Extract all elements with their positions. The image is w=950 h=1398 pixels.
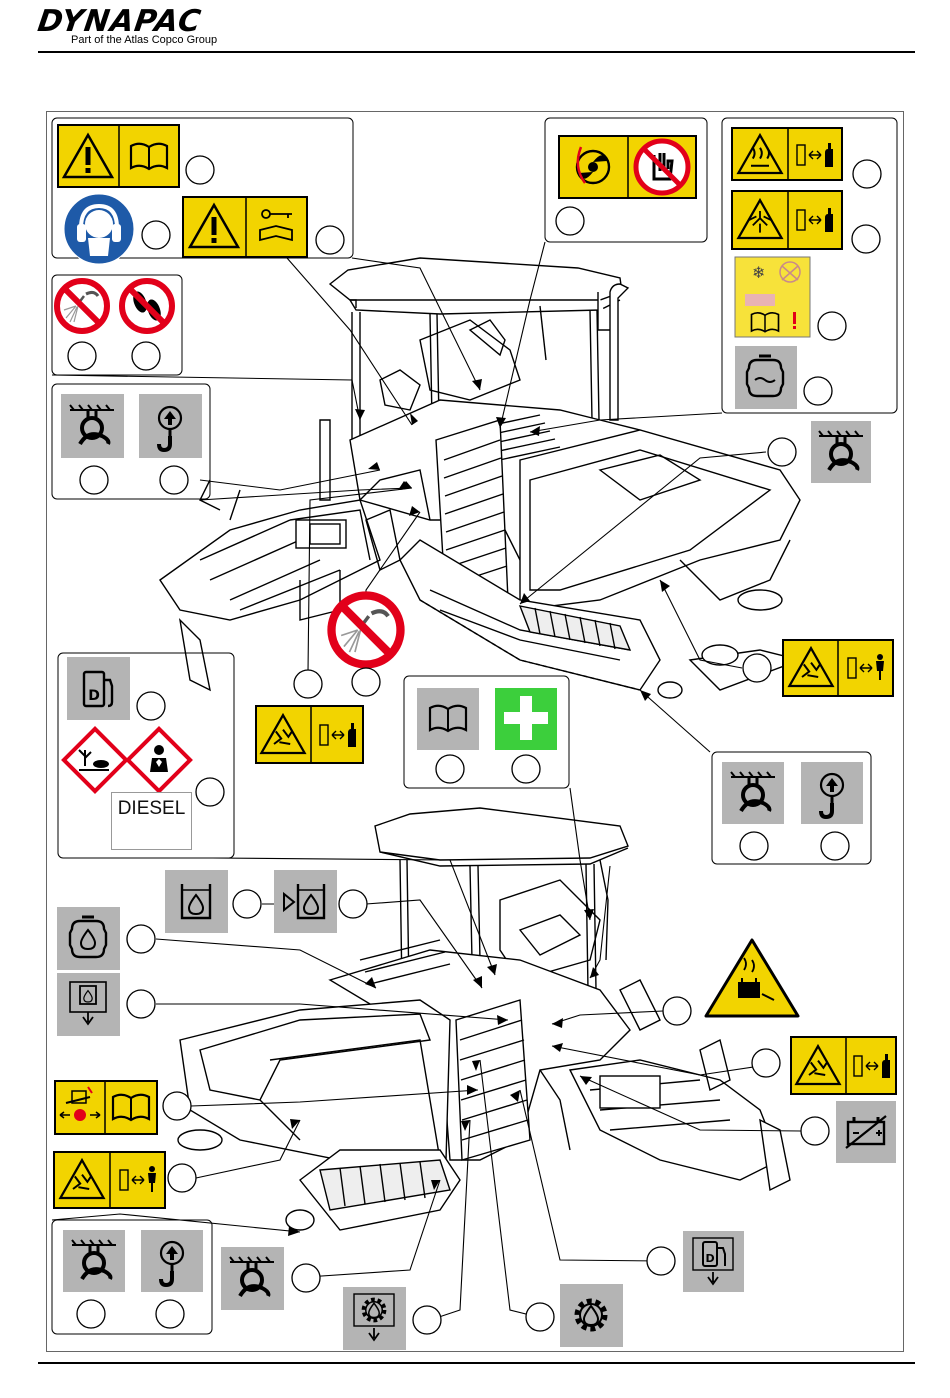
no-high-pressure-wash-decal [57,281,107,331]
manual-decal [417,688,479,750]
lifting-point-decal [141,1230,203,1292]
crushing-hazard-decal [54,1152,165,1208]
no-high-pressure-wash-decal [332,596,401,665]
hot-surface-decal [732,128,842,180]
ear-protection-decal [64,194,134,264]
paver-lower-drawing [178,808,790,1230]
no-hand-icon [636,141,688,193]
warning-read-manual-decal [58,125,179,187]
engine-oil-decal [57,907,120,970]
fuel-drain-decal: D [683,1231,744,1292]
hydraulic-oil-decal [165,870,228,933]
gear-oil-drain-decal [343,1287,406,1350]
hydraulic-filter-decal [274,870,337,933]
tie-down-point-decal [61,394,124,458]
svg-text:❄: ❄ [752,263,765,282]
coolant-decal: ❄ [735,257,810,337]
first-aid-decal [495,688,557,750]
tie-down-point-decal [722,762,784,824]
lifting-point-decal [139,394,202,458]
engine-oil-drain-decal [57,973,120,1036]
fan-hand-warning-decal [559,136,696,198]
battery-warning-decal [706,940,798,1016]
tie-down-point-decal [221,1247,284,1310]
crushing-hazard-decal [791,1037,896,1094]
tie-down-point-decal [63,1230,125,1292]
battery-disconnect-decal [836,1101,896,1163]
paver-upper-drawing [160,258,800,698]
environment-hazard-decal [128,729,190,791]
warning-key-manual-decal [183,197,307,257]
lifting-point-decal [801,762,863,824]
tie-down-point-decal [811,421,871,483]
environment-hazard-decal [64,729,126,791]
diesel-label-text: DIESEL [112,798,191,820]
diesel-fuel-decal: D [67,657,130,720]
screed-adjust-decal [55,1081,157,1134]
diesel-label-decal: DIESEL [111,792,192,850]
no-step-decal [122,281,172,331]
svg-text:D: D [88,688,100,704]
pressure-spray-decal [732,191,842,249]
engine-coolant-level-decal [735,346,797,409]
svg-text:D: D [705,1252,714,1265]
gear-oil-decal [560,1284,623,1347]
crushing-hazard-decal [256,706,363,763]
footer-rule [38,1362,915,1364]
crushing-hazard-decal [783,640,893,696]
